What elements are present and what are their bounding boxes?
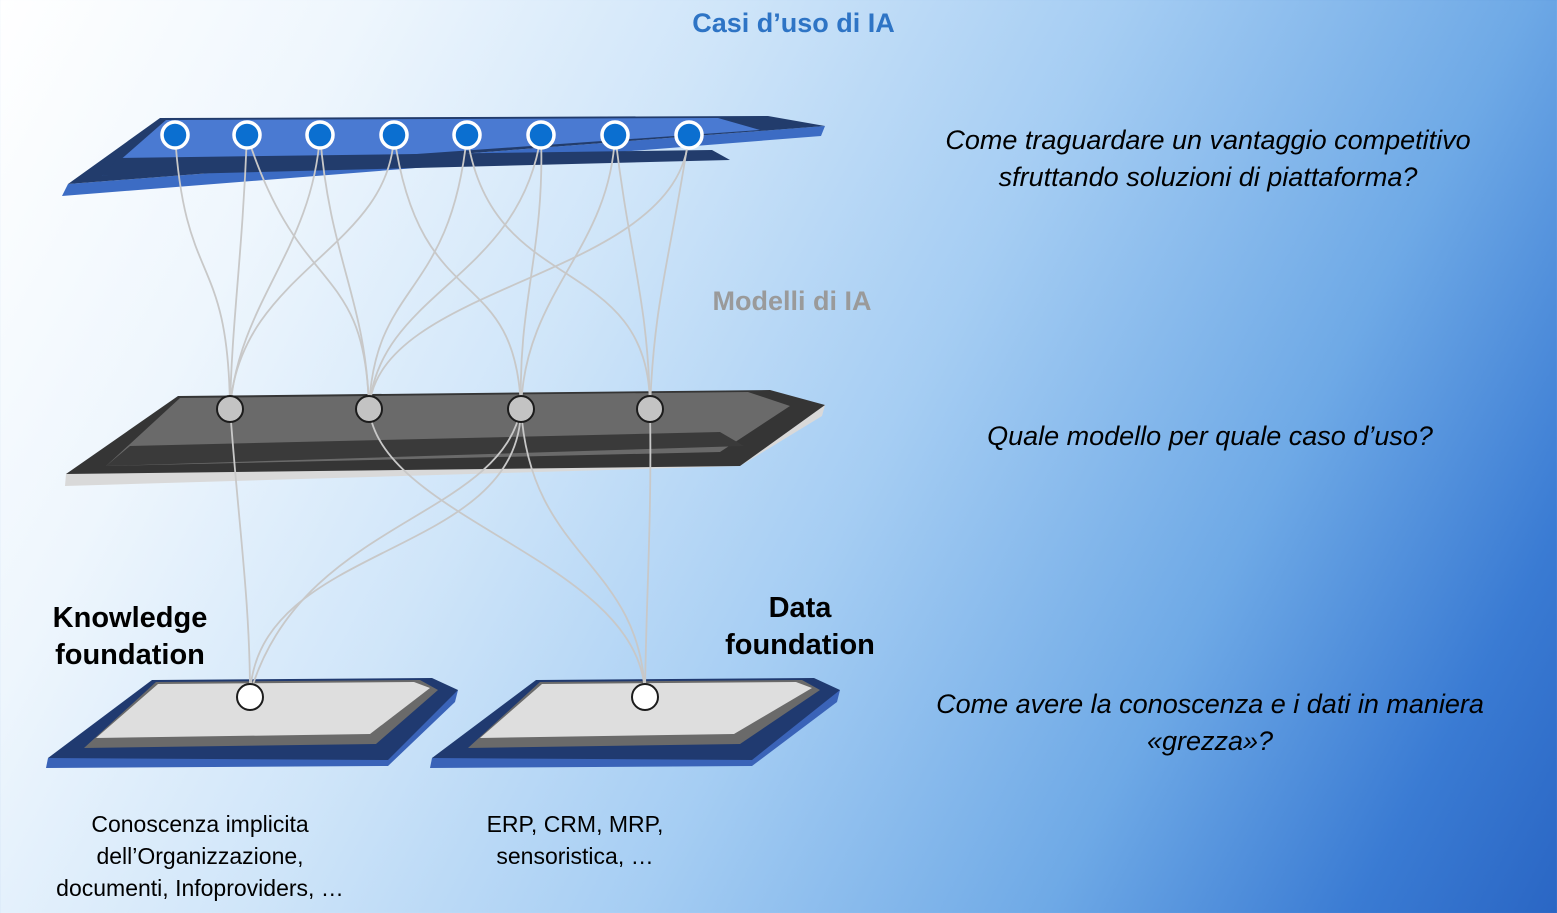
use-cases-question: Come traguardare un vantaggio competitiv… [945, 125, 1471, 192]
connectors-use-cases-to-models [174, 134, 690, 409]
connectors-models-to-foundations [229, 407, 652, 695]
use-case-node [600, 120, 630, 150]
model-node [636, 395, 664, 423]
foundation-question: Come avere la conoscenza e i dati in man… [936, 689, 1484, 756]
knowledge-node [236, 683, 264, 711]
model-node [507, 395, 535, 423]
use-case-node [674, 120, 704, 150]
use-case-node [526, 120, 556, 150]
model-nodes [216, 395, 664, 423]
model-node [355, 395, 383, 423]
models-title: Modelli di IA [712, 286, 872, 316]
use-case-nodes [160, 120, 704, 150]
data-foundation-title: Data foundation [725, 592, 875, 661]
model-node [216, 395, 244, 423]
knowledge-description: Conoscenza implicita dell’Organizzazione… [56, 811, 344, 901]
models-question: Quale modello per quale caso d’uso? [987, 421, 1433, 451]
use-case-layer [62, 116, 825, 196]
use-case-node [379, 120, 409, 150]
foundation-nodes [236, 683, 659, 711]
data-node [631, 683, 659, 711]
data-description: ERP, CRM, MRP, sensoristica, … [486, 811, 664, 869]
use-case-node [160, 120, 190, 150]
knowledge-foundation-title: Knowledge foundation [52, 602, 208, 671]
knowledge-foundation-layer [46, 678, 458, 768]
model-layer [65, 390, 825, 486]
use-cases-title: Casi d’uso di IA [692, 8, 895, 38]
use-case-node [452, 120, 482, 150]
use-case-node [232, 120, 262, 150]
use-case-node [305, 120, 335, 150]
